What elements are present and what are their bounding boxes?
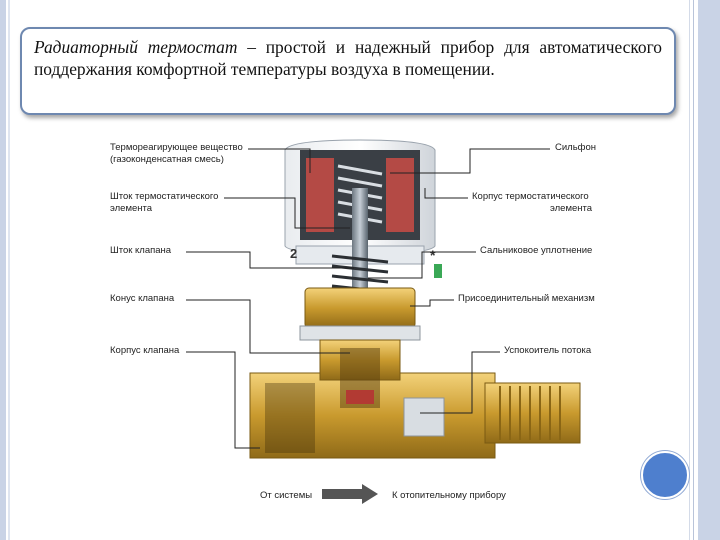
label-thermo-stem-2: элемента: [110, 203, 153, 214]
frame-right-line: [693, 0, 694, 540]
frame-left: [0, 0, 6, 540]
description-box: Радиаторный термостат – простой и надежн…: [20, 27, 676, 115]
label-gland-seal: Сальниковое уплотнение: [480, 245, 592, 256]
label-thermo-substance: Термореагирующее вещество: [110, 142, 243, 153]
svg-text:*: *: [430, 247, 436, 263]
frame-left-line: [8, 0, 10, 540]
label-thermo-housing: Корпус термостатического: [472, 191, 589, 202]
label-flow-stabilizer: Успокоитель потока: [504, 345, 592, 356]
flow-from-label: От системы: [260, 490, 312, 501]
label-thermo-housing-2: элемента: [550, 203, 593, 214]
thermostat-diagram: 2 *: [110, 139, 596, 504]
label-valve-cone: Конус клапана: [110, 293, 175, 304]
label-valve-body: Корпус клапана: [110, 345, 180, 356]
description-text: Радиаторный термостат – простой и надежн…: [22, 29, 674, 87]
valve-body: [249, 339, 581, 459]
flow-to-label: К отопительному прибору: [392, 490, 506, 501]
label-valve-stem: Шток клапана: [110, 245, 172, 256]
svg-text:2: 2: [290, 246, 297, 261]
label-bellows: Сильфон: [555, 142, 596, 153]
term-description: – простой и надежный прибор для автомати…: [34, 37, 662, 79]
label-thermo-substance-2: (газоконденсатная смесь): [110, 154, 224, 165]
term-title: Радиаторный термостат: [34, 37, 238, 57]
flow-arrow: [322, 484, 378, 504]
decor-circle: [641, 451, 689, 499]
connecting-mechanism: [299, 287, 421, 341]
label-thermo-stem: Шток термостатического: [110, 191, 218, 202]
frame-right: [698, 0, 720, 540]
frame-right-line-inner: [689, 0, 690, 540]
label-connecting-mechanism: Присоединительный механизм: [458, 293, 595, 304]
